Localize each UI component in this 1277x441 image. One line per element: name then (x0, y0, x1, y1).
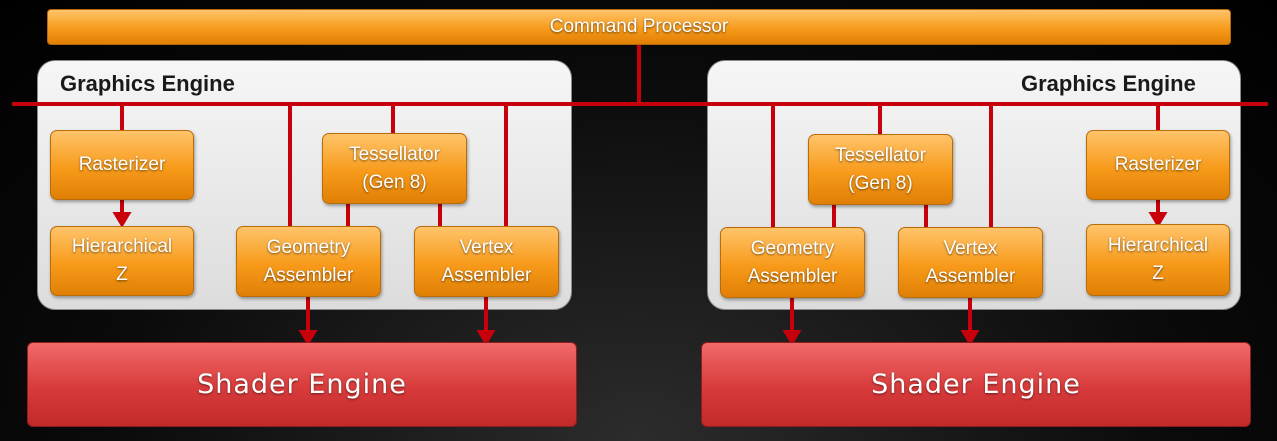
tessellator-line2-right: (Gen 8) (848, 172, 913, 194)
geometry-assembler-line1-right: Geometry (750, 237, 835, 259)
geometry-assembler-line2-left: Assembler (263, 264, 354, 286)
hierarchical-z-line2-left: Z (116, 264, 128, 285)
rasterizer-label-right: Rasterizer (1114, 154, 1202, 175)
shader-engine-label-right: Shader Engine (871, 369, 1081, 400)
arrow-head-geometry-left (298, 330, 318, 346)
bus-drop-left-tessellator (391, 102, 395, 134)
tess-to-vertex-left (438, 203, 442, 228)
geometry-assembler-line2-right: Assembler (747, 265, 838, 287)
tess-to-vertex-right (924, 203, 928, 228)
tessellator-block-left: Tessellator (Gen 8) (322, 133, 467, 204)
graphics-engine-title-left: Graphics Engine (60, 71, 235, 96)
hierarchical-z-block-right: Hierarchical Z (1086, 224, 1230, 296)
vertex-assembler-line1-left: Vertex (459, 236, 514, 258)
shader-engine-block-right: Shader Engine (701, 342, 1251, 427)
geometry-assembler-block-left: Geometry Assembler (236, 226, 381, 297)
graphics-engine-title-right: Graphics Engine (1021, 71, 1196, 96)
main-bus-line (12, 102, 1268, 106)
bus-drop-right-tessellator (878, 102, 882, 134)
tessellator-line1-left: Tessellator (349, 143, 440, 165)
rasterizer-block-right: Rasterizer (1086, 130, 1230, 200)
arrow-head-raster-left (112, 212, 132, 228)
rasterizer-block-left: Rasterizer (50, 130, 194, 200)
vertex-assembler-line2-right: Assembler (925, 265, 1016, 287)
vertex-assembler-block-left: Vertex Assembler (414, 226, 559, 297)
arrow-head-raster-right (1148, 212, 1168, 228)
arrow-head-geometry-right (782, 330, 802, 346)
bus-drop-left-vertex (504, 102, 508, 227)
command-bus-drop (637, 45, 641, 106)
arrow-head-vertex-left (476, 330, 496, 346)
tess-to-geometry-left (346, 203, 350, 228)
geometry-assembler-line1-left: Geometry (266, 236, 351, 258)
bus-drop-right-geometry (771, 102, 775, 228)
geometry-assembler-block-right: Geometry Assembler (720, 227, 865, 298)
tessellator-line2-left: (Gen 8) (362, 171, 427, 193)
bus-drop-right-rasterizer (1156, 102, 1160, 130)
bus-drop-left-geometry (288, 102, 292, 227)
vertex-assembler-line2-left: Assembler (441, 264, 532, 286)
tessellator-line1-right: Tessellator (835, 144, 926, 166)
command-processor-block: Command Processor (47, 9, 1231, 45)
shader-engine-label-left: Shader Engine (197, 369, 407, 400)
arrow-head-vertex-right (960, 330, 980, 346)
bus-drop-right-vertex (989, 102, 993, 228)
hierarchical-z-line2-right: Z (1152, 263, 1164, 284)
tessellator-block-right: Tessellator (Gen 8) (808, 134, 953, 205)
shader-engine-block-left: Shader Engine (27, 342, 577, 427)
hierarchical-z-block-left: Hierarchical Z (50, 226, 194, 296)
vertex-assembler-line1-right: Vertex (943, 237, 998, 259)
bus-drop-left-rasterizer (120, 102, 124, 130)
hierarchical-z-line1-right: Hierarchical (1107, 235, 1209, 256)
tess-to-geometry-right (832, 203, 836, 228)
rasterizer-label-left: Rasterizer (78, 154, 166, 175)
hierarchical-z-line1-left: Hierarchical (71, 236, 173, 257)
vertex-assembler-block-right: Vertex Assembler (898, 227, 1043, 298)
